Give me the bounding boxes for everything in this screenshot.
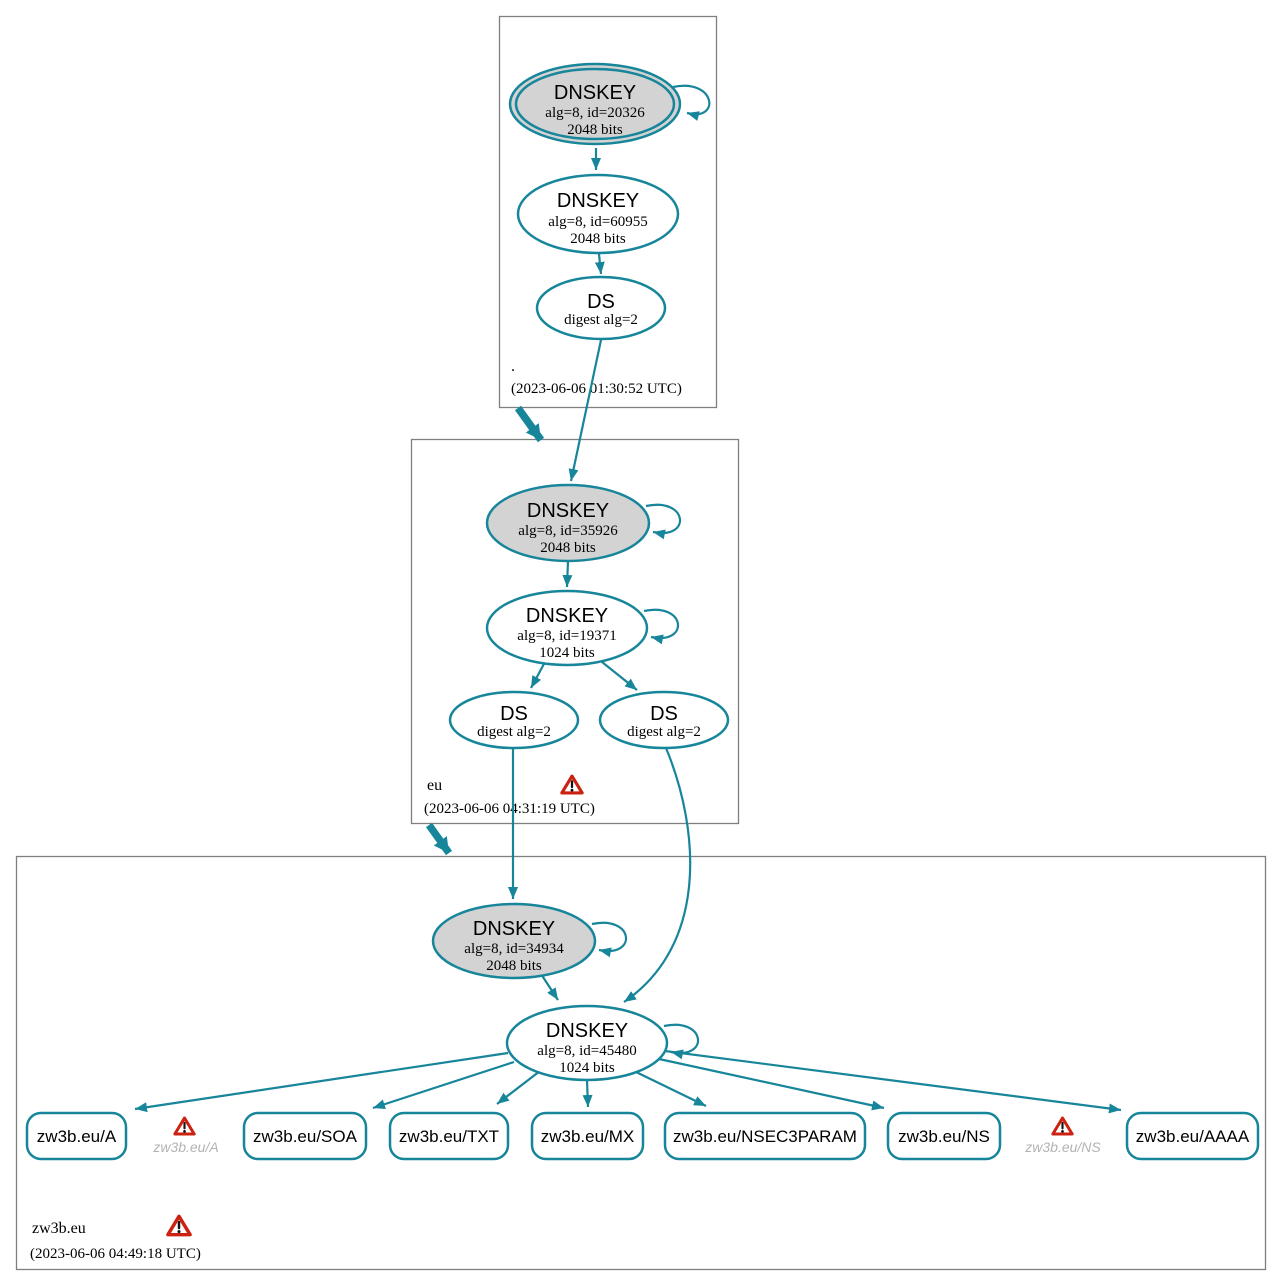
svg-text:zw3b.eu/TXT: zw3b.eu/TXT bbox=[399, 1127, 499, 1146]
edge-root-ds-to-eu-ksk bbox=[568, 339, 603, 482]
svg-text:zw3b.eu/AAAA: zw3b.eu/AAAA bbox=[1136, 1127, 1250, 1146]
svg-text:1024 bits: 1024 bits bbox=[539, 645, 595, 661]
zone-label-zw3b: zw3b.eu bbox=[32, 1220, 86, 1237]
rrset-node-soa[interactable]: zw3b.eu/SOA bbox=[242, 1111, 368, 1161]
svg-text:zw3b.eu/A: zw3b.eu/A bbox=[37, 1127, 117, 1146]
zone-label-eu: eu bbox=[427, 777, 442, 794]
rrset-node-txt[interactable]: zw3b.eu/TXT bbox=[388, 1111, 510, 1161]
node-zw3b-ksk[interactable]: DNSKEY alg=8, id=34934 2048 bits bbox=[431, 902, 597, 980]
zone-label-root: . bbox=[511, 358, 515, 375]
edge-eu-ksk-selfloop bbox=[645, 503, 681, 540]
ghost-rrset-ns[interactable]: zw3b.eu/NS bbox=[1024, 1116, 1101, 1155]
edge-eu-zsk-to-ds-left bbox=[530, 661, 546, 689]
edge-eu-zsk-to-ds-right bbox=[601, 661, 638, 691]
svg-text:alg=8, id=35926: alg=8, id=35926 bbox=[518, 523, 618, 539]
edge-zsk-to-rrset-ns bbox=[658, 1057, 885, 1111]
ghost-rrset-a[interactable]: zw3b.eu/A bbox=[152, 1116, 219, 1155]
svg-text:alg=8, id=45480: alg=8, id=45480 bbox=[537, 1043, 636, 1059]
svg-text:2048 bits: 2048 bits bbox=[540, 540, 596, 556]
node-eu-ds-right[interactable]: DS digest alg=2 bbox=[598, 690, 730, 750]
zone-timestamp-eu: (2023-06-06 04:31:19 UTC) bbox=[424, 801, 595, 817]
svg-text:DNSKEY: DNSKEY bbox=[526, 605, 608, 627]
edge-zsk-to-rrset-txt bbox=[496, 1070, 541, 1105]
edge-zsk-to-rrset-mx bbox=[582, 1079, 593, 1108]
rrset-node-aaaa[interactable]: zw3b.eu/AAAA bbox=[1125, 1111, 1260, 1161]
svg-text:2048 bits: 2048 bits bbox=[570, 231, 626, 247]
rrset-node-ns[interactable]: zw3b.eu/NS bbox=[886, 1111, 1002, 1161]
edge-zsk-to-rrset-nsec3param bbox=[633, 1070, 707, 1107]
svg-text:digest alg=2: digest alg=2 bbox=[477, 724, 551, 740]
svg-text:DS: DS bbox=[650, 703, 678, 725]
svg-text:zw3b.eu/NS: zw3b.eu/NS bbox=[898, 1127, 990, 1146]
edge-zw3b-ksk-to-zsk bbox=[540, 973, 559, 1001]
ghost-label-a: zw3b.eu/A bbox=[152, 1139, 218, 1155]
svg-text:digest alg=2: digest alg=2 bbox=[627, 724, 701, 740]
edge-zsk-to-rrset-soa bbox=[372, 1060, 515, 1110]
svg-text:2048 bits: 2048 bits bbox=[567, 122, 623, 138]
svg-text:DS: DS bbox=[500, 703, 528, 725]
svg-text:DNSKEY: DNSKEY bbox=[546, 1020, 628, 1042]
zone-timestamp-zw3b: (2023-06-06 04:49:18 UTC) bbox=[30, 1246, 201, 1262]
svg-text:alg=8, id=34934: alg=8, id=34934 bbox=[464, 941, 564, 957]
svg-text:DS: DS bbox=[587, 291, 615, 313]
svg-text:zw3b.eu/MX: zw3b.eu/MX bbox=[541, 1127, 635, 1146]
edge-root-ksk-selfloop bbox=[672, 84, 711, 121]
svg-text:DNSKEY: DNSKEY bbox=[473, 918, 555, 940]
node-root-ds[interactable]: DS digest alg=2 bbox=[535, 275, 667, 341]
node-eu-ds-left[interactable]: DS digest alg=2 bbox=[448, 690, 580, 750]
node-root-ksk[interactable]: DNSKEY alg=8, id=20326 2048 bits bbox=[508, 62, 682, 146]
edge-root-zsk-to-ds bbox=[594, 253, 605, 275]
svg-text:alg=8, id=19371: alg=8, id=19371 bbox=[517, 628, 616, 644]
rrset-node-nsec3param[interactable]: zw3b.eu/NSEC3PARAM bbox=[663, 1111, 867, 1161]
zone-timestamp-root: (2023-06-06 01:30:52 UTC) bbox=[511, 381, 682, 397]
edge-zsk-to-rrset-a bbox=[134, 1051, 509, 1113]
node-eu-zsk[interactable]: DNSKEY alg=8, id=19371 1024 bits bbox=[485, 589, 649, 667]
svg-text:DNSKEY: DNSKEY bbox=[527, 500, 609, 522]
edge-eu-zsk-selfloop bbox=[643, 608, 679, 645]
edge-zw3b-ksk-selfloop bbox=[591, 921, 627, 958]
ghost-label-ns: zw3b.eu/NS bbox=[1024, 1139, 1101, 1155]
svg-text:alg=8, id=20326: alg=8, id=20326 bbox=[545, 105, 645, 121]
svg-text:zw3b.eu/NSEC3PARAM: zw3b.eu/NSEC3PARAM bbox=[673, 1127, 857, 1146]
node-root-zsk[interactable]: DNSKEY alg=8, id=60955 2048 bits bbox=[516, 173, 680, 255]
svg-text:2048 bits: 2048 bits bbox=[486, 958, 542, 974]
svg-text:DNSKEY: DNSKEY bbox=[557, 190, 639, 212]
edge-delegation-eu-to-zw3b bbox=[425, 822, 453, 856]
edge-delegation-root-to-eu bbox=[514, 405, 545, 443]
svg-text:1024 bits: 1024 bits bbox=[559, 1060, 615, 1076]
edge-zsk-to-rrset-aaaa bbox=[664, 1049, 1122, 1114]
svg-text:zw3b.eu/SOA: zw3b.eu/SOA bbox=[253, 1127, 358, 1146]
svg-text:DNSKEY: DNSKEY bbox=[554, 82, 636, 104]
rrset-node-a[interactable]: zw3b.eu/A bbox=[25, 1111, 128, 1161]
rrset-node-mx[interactable]: zw3b.eu/MX bbox=[530, 1111, 645, 1161]
edge-eu-ds-to-zw3b-zsk bbox=[623, 747, 692, 1003]
edge-eu-ksk-to-zsk bbox=[562, 560, 573, 588]
svg-text:digest alg=2: digest alg=2 bbox=[564, 312, 638, 328]
node-eu-ksk[interactable]: DNSKEY alg=8, id=35926 2048 bits bbox=[485, 483, 651, 563]
node-zw3b-zsk[interactable]: DNSKEY alg=8, id=45480 1024 bits bbox=[505, 1004, 669, 1082]
svg-text:alg=8, id=60955: alg=8, id=60955 bbox=[548, 214, 647, 230]
